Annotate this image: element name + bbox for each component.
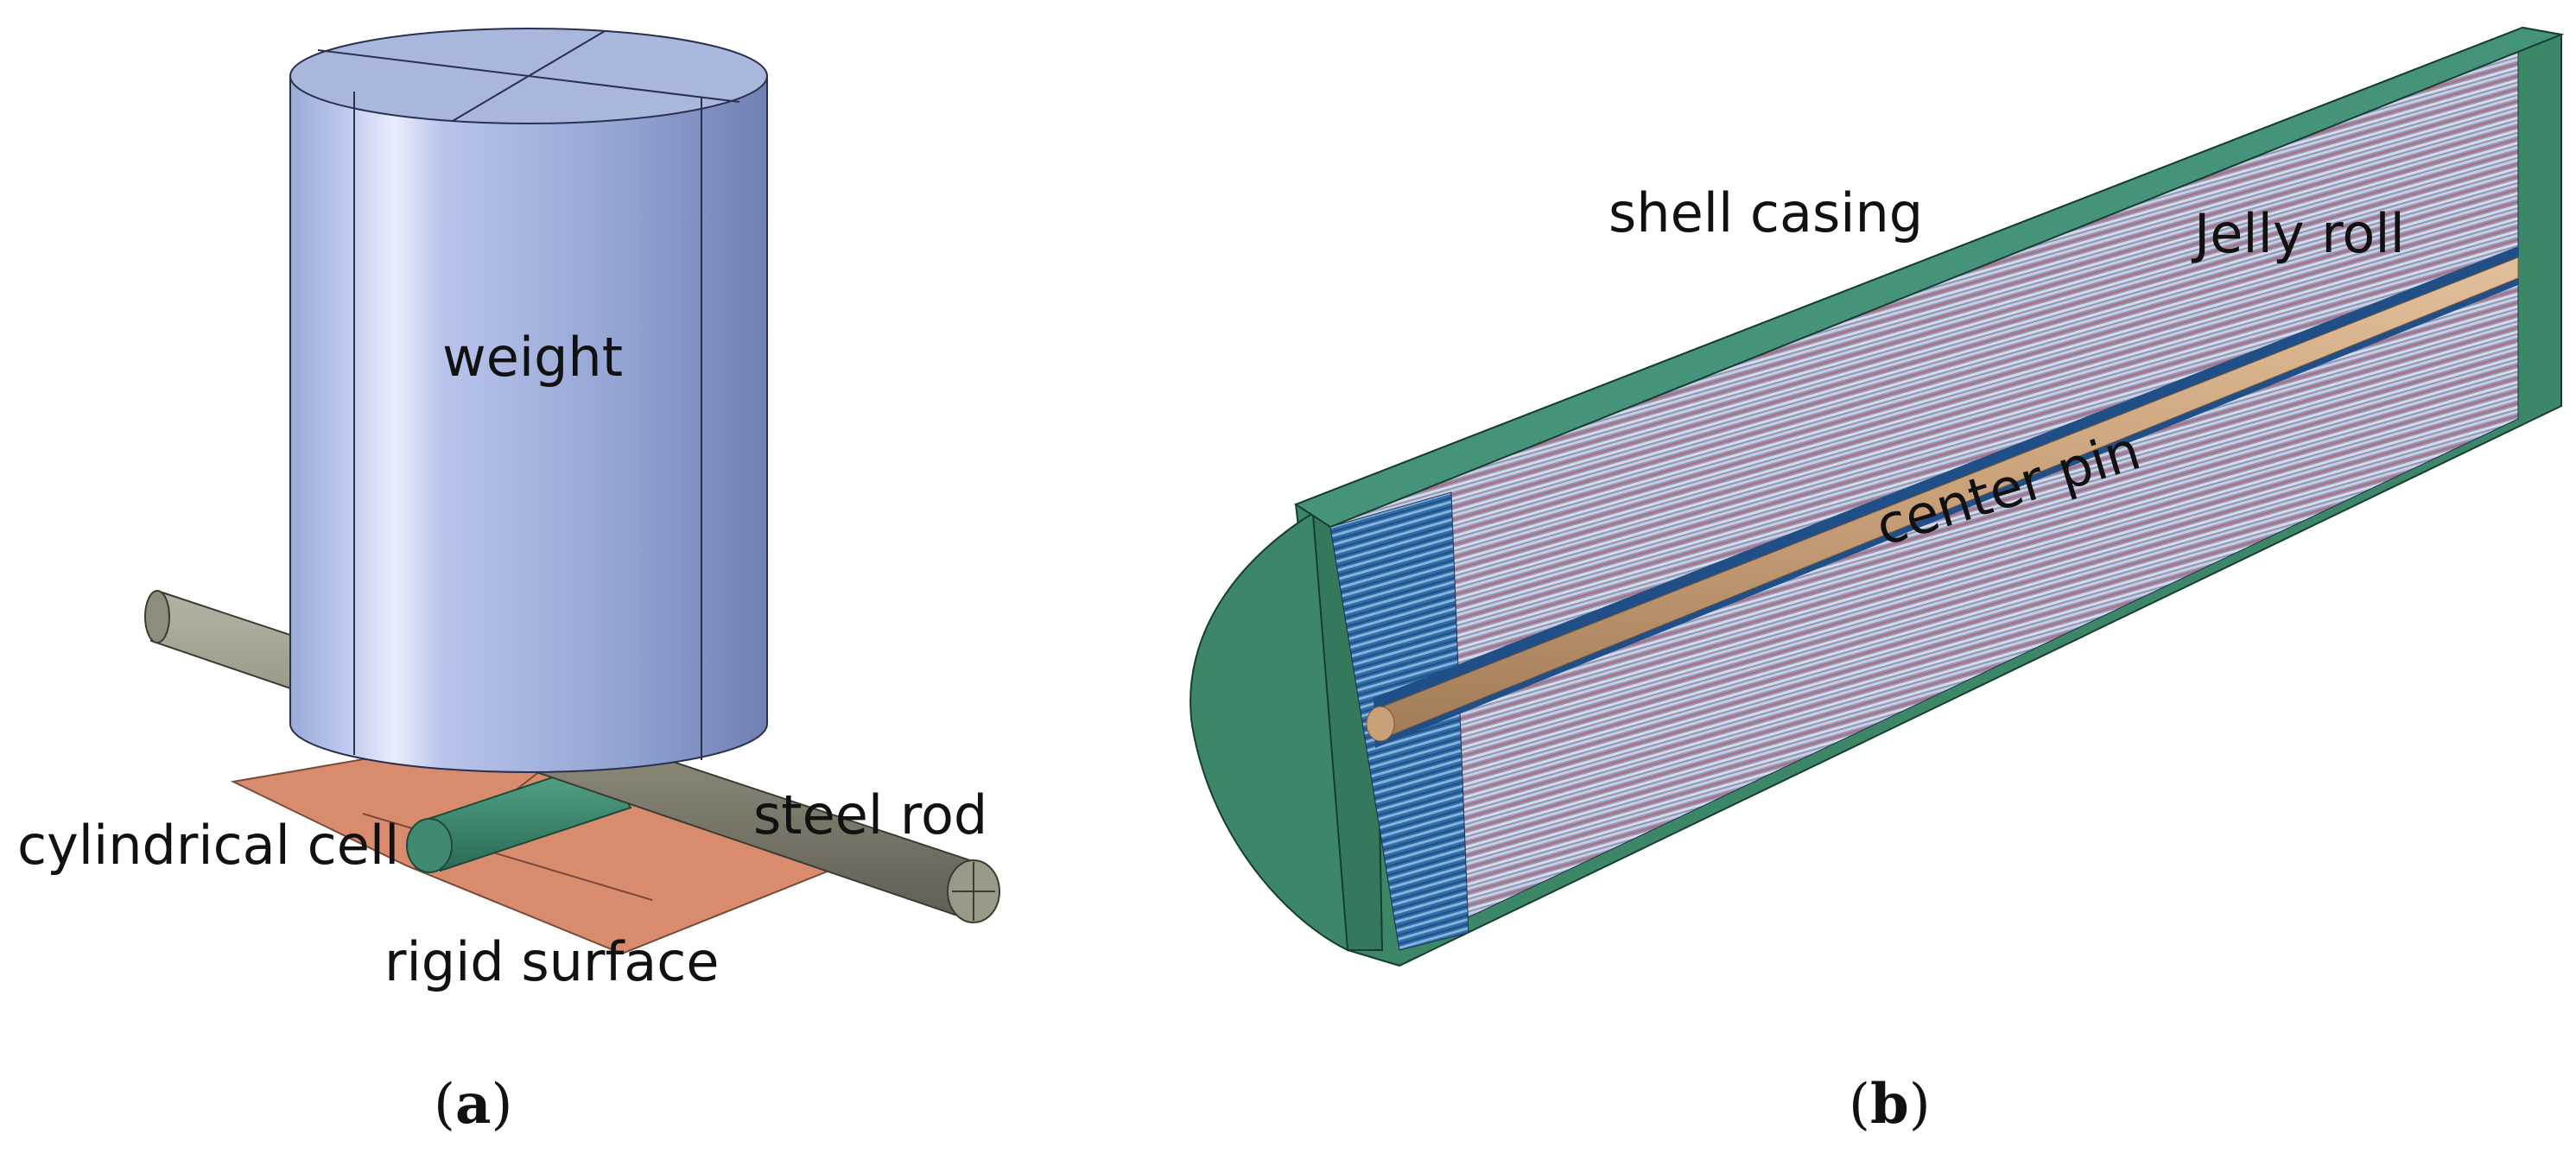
label-cylindrical-cell: cylindrical cell bbox=[17, 814, 399, 877]
caption-b: (b) bbox=[1849, 1072, 1931, 1137]
panel-b: shell casing Jelly roll center pin (b) bbox=[1190, 26, 2565, 1137]
cylindrical-cell-shape bbox=[406, 758, 632, 873]
weight-shape bbox=[289, 28, 768, 773]
label-rigid-surface: rigid surface bbox=[384, 930, 720, 993]
label-steel-rod: steel rod bbox=[753, 783, 987, 846]
center-pin-shape bbox=[1366, 246, 2519, 748]
label-jelly-roll: Jelly roll bbox=[2191, 202, 2405, 265]
label-shell-casing: shell casing bbox=[1608, 181, 1923, 244]
caption-a: (a) bbox=[434, 1072, 512, 1137]
panel-a: weight cylindrical cell steel rod rigid … bbox=[17, 28, 1000, 1137]
label-weight: weight bbox=[442, 326, 623, 389]
